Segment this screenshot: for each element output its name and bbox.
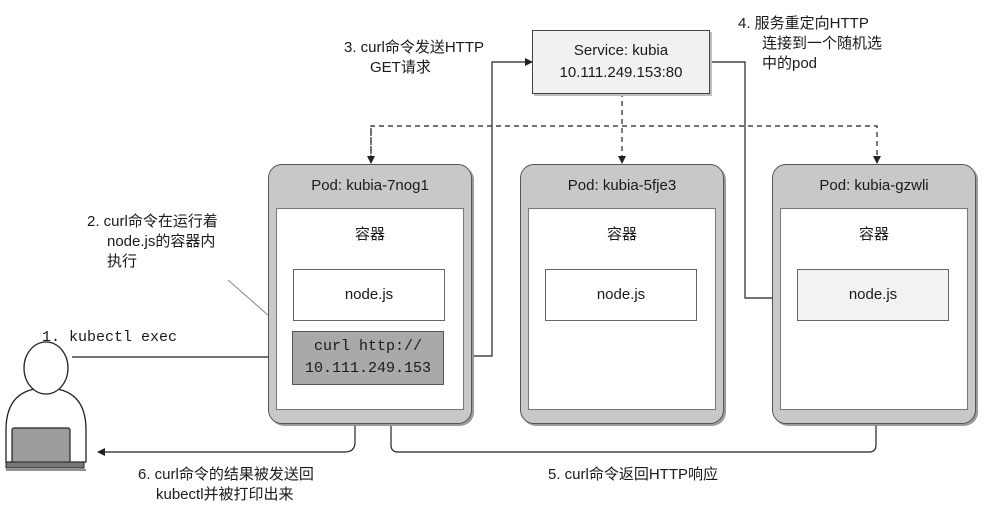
pod-kubia-gzwli[interactable]: Pod: kubia-gzwli 容器 node.js xyxy=(772,164,976,424)
step1-label: 1. kubectl exec xyxy=(42,329,178,346)
step3-line-1: 3. curl命令发送HTTP xyxy=(344,39,485,56)
step4-label: 4. 服务重定向HTTP 连接到一个随机选 中的pod xyxy=(738,14,882,74)
service-name: Service: kubia xyxy=(573,42,669,59)
pod-kubia-7nog1[interactable]: Pod: kubia-7nog1 容器 node.js xyxy=(268,164,472,424)
curl-command-box[interactable]: curl http:// 10.111.249.153 xyxy=(292,331,444,385)
service-ip: 10.111.249.153:80 xyxy=(559,64,683,81)
container-label: 容器 xyxy=(606,226,637,243)
step6-line-2: kubectl并被打印出来 xyxy=(156,486,294,503)
container-box: 容器 node.js xyxy=(780,208,968,410)
step6-line-1: 6. curl命令的结果被发送回 xyxy=(138,466,314,483)
curl-line-1: curl http:// xyxy=(313,338,423,355)
step2-line-3: 执行 xyxy=(107,253,138,270)
pod-title: Pod: kubia-7nog1 xyxy=(311,177,429,194)
container-box: 容器 node.js xyxy=(528,208,716,410)
step2-label: 2. curl命令在运行着 node.js的容器内 执行 xyxy=(87,212,218,272)
step4-line-1: 4. 服务重定向HTTP xyxy=(738,15,869,32)
step5-label: 5. curl命令返回HTTP响应 xyxy=(548,466,719,483)
container-label: 容器 xyxy=(354,226,385,243)
step6-label: 6. curl命令的结果被发送回 kubectl并被打印出来 xyxy=(138,465,314,505)
container-label: 容器 xyxy=(858,226,889,243)
step3-line-2: GET请求 xyxy=(370,59,431,76)
service-to-pod3-arrow xyxy=(708,61,797,302)
step4-line-3: 中的pod xyxy=(762,55,818,72)
step2-line-2: node.js的容器内 xyxy=(107,233,216,250)
service-to-pods-dashed-line xyxy=(370,125,881,164)
step2-line-1: 2. curl命令在运行着 xyxy=(87,213,218,230)
nodejs-box[interactable]: node.js xyxy=(293,269,445,321)
curl-line-2: 10.111.249.153 xyxy=(304,360,432,377)
pod-title: Pod: kubia-5fje3 xyxy=(567,177,677,194)
user-icon xyxy=(5,341,87,471)
pod-kubia-5fje3[interactable]: Pod: kubia-5fje3 容器 node.js xyxy=(520,164,724,424)
nodejs-box[interactable]: node.js xyxy=(797,269,949,321)
nodejs-box[interactable]: node.js xyxy=(545,269,697,321)
http-response-arrow xyxy=(387,326,877,453)
result-return-arrow xyxy=(97,383,356,456)
service-box[interactable]: Service: kubia 10.111.249.153:80 xyxy=(532,30,710,94)
step4-line-2: 连接到一个随机选 xyxy=(762,35,883,52)
pod-title: Pod: kubia-gzwli xyxy=(819,177,929,194)
step3-label: 3. curl命令发送HTTP GET请求 xyxy=(344,38,484,78)
